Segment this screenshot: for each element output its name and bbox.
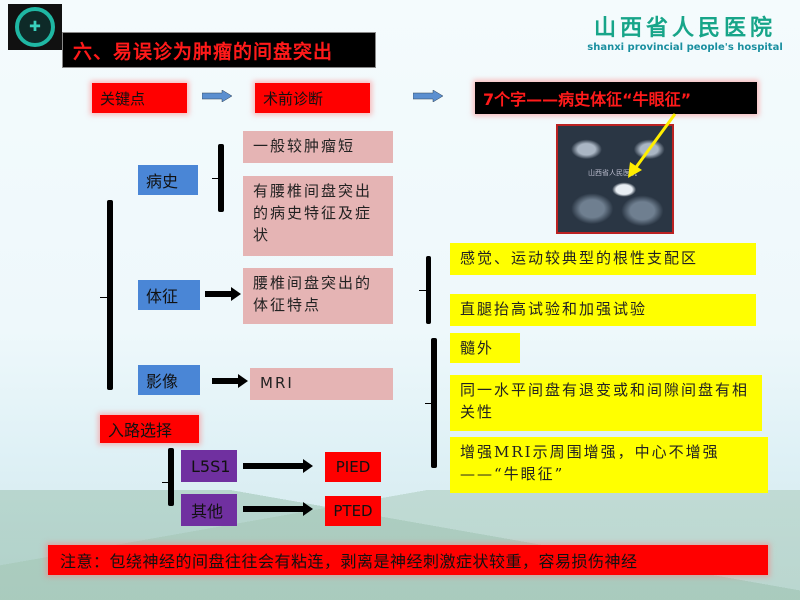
right-arrow-icon <box>212 374 248 388</box>
level-other: 其他 <box>181 494 237 526</box>
yellow-pointer-arrow-icon <box>628 113 677 178</box>
history-item-disc-features: 有腰椎间盘突出的病史特征及症状 <box>243 176 393 256</box>
history-bracket <box>218 144 224 212</box>
bracket-tick <box>100 297 108 298</box>
imaging-label: 影像 <box>138 365 200 395</box>
method-pied: PIED <box>325 452 381 482</box>
hospital-name-cn: 山西省人民医院 <box>593 15 776 41</box>
bracket-tick <box>419 290 427 291</box>
history-label: 病史 <box>138 165 198 195</box>
approach-label: 入路选择 <box>100 415 199 443</box>
main-bracket <box>107 200 113 390</box>
signs-detail-dermatome: 感觉、运动较典型的根性支配区 <box>450 243 756 275</box>
level-l5s1: L5S1 <box>181 450 237 482</box>
right-arrow-icon <box>413 90 443 102</box>
signs-detail-bracket <box>426 256 431 324</box>
preop-diagnosis-box: 术前诊断 <box>255 83 370 113</box>
right-arrow-icon <box>243 502 313 516</box>
imaging-detail-bracket <box>431 338 437 468</box>
signs-label: 体征 <box>138 280 200 310</box>
approach-bracket <box>168 448 174 506</box>
imaging-detail-adjacent-disc: 同一水平间盘有退变或和间隙间盘有相关性 <box>450 375 762 431</box>
bracket-tick <box>425 403 433 404</box>
signs-item: 腰椎间盘突出的体征特点 <box>243 268 393 324</box>
right-arrow-icon <box>243 459 313 473</box>
key-point-box: 关键点 <box>92 83 187 113</box>
imaging-detail-extramedullary: 髓外 <box>450 333 520 363</box>
bracket-tick <box>212 178 220 179</box>
imaging-detail-bulls-eye: 增强MRI示周围增强，中心不增强——“牛眼征” <box>450 437 768 493</box>
history-item-shorter-duration: 一般较肿瘤短 <box>243 131 393 163</box>
hospital-brand: 山西省人民医院 shanxi provincial people's hospi… <box>575 10 795 53</box>
signs-detail-slr-test: 直腿抬高试验和加强试验 <box>450 294 756 326</box>
seven-characters-box: 7个字——病史体征“牛眼征” <box>475 82 757 114</box>
bracket-tick <box>162 482 170 483</box>
slide-title: 六、易误诊为肿瘤的间盘突出 <box>62 32 376 68</box>
right-arrow-icon <box>202 90 232 102</box>
right-arrow-icon <box>205 287 241 301</box>
hospital-name-en: shanxi provincial people's hospital <box>587 42 783 53</box>
hospital-logo: ✚ <box>8 4 62 50</box>
image-watermark: 山西省人民医院 <box>588 169 637 177</box>
imaging-item-mri: MRI <box>250 368 393 400</box>
caution-note: 注意：包绕神经的间盘往往会有粘连，剥离是神经刺激症状较重，容易损伤神经 <box>48 545 768 575</box>
method-pted: PTED <box>325 496 381 526</box>
dove-emblem-icon: ✚ <box>15 7 55 47</box>
